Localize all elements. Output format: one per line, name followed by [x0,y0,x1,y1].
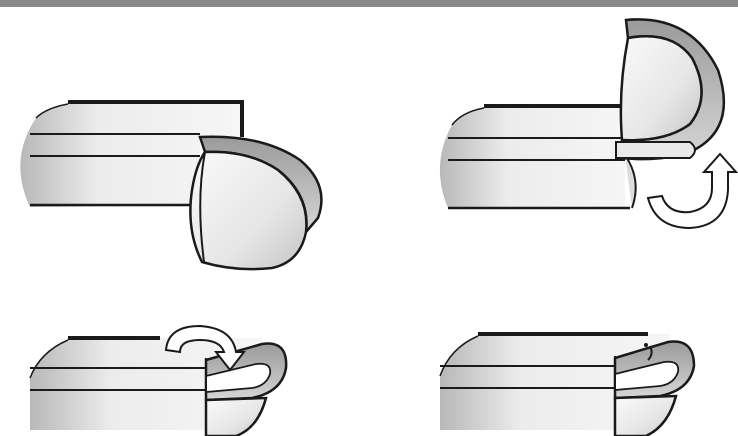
step-2-panel [440,19,736,228]
step-4-panel [440,334,694,436]
end-cap [616,19,724,159]
end-cap [190,137,321,269]
step-1-panel [20,102,321,269]
top-band [0,0,738,7]
end-cap [615,342,694,436]
end-cap [206,344,286,436]
step-3-panel [30,326,286,436]
rotate-icon [648,154,736,228]
gutter-body [440,106,633,208]
